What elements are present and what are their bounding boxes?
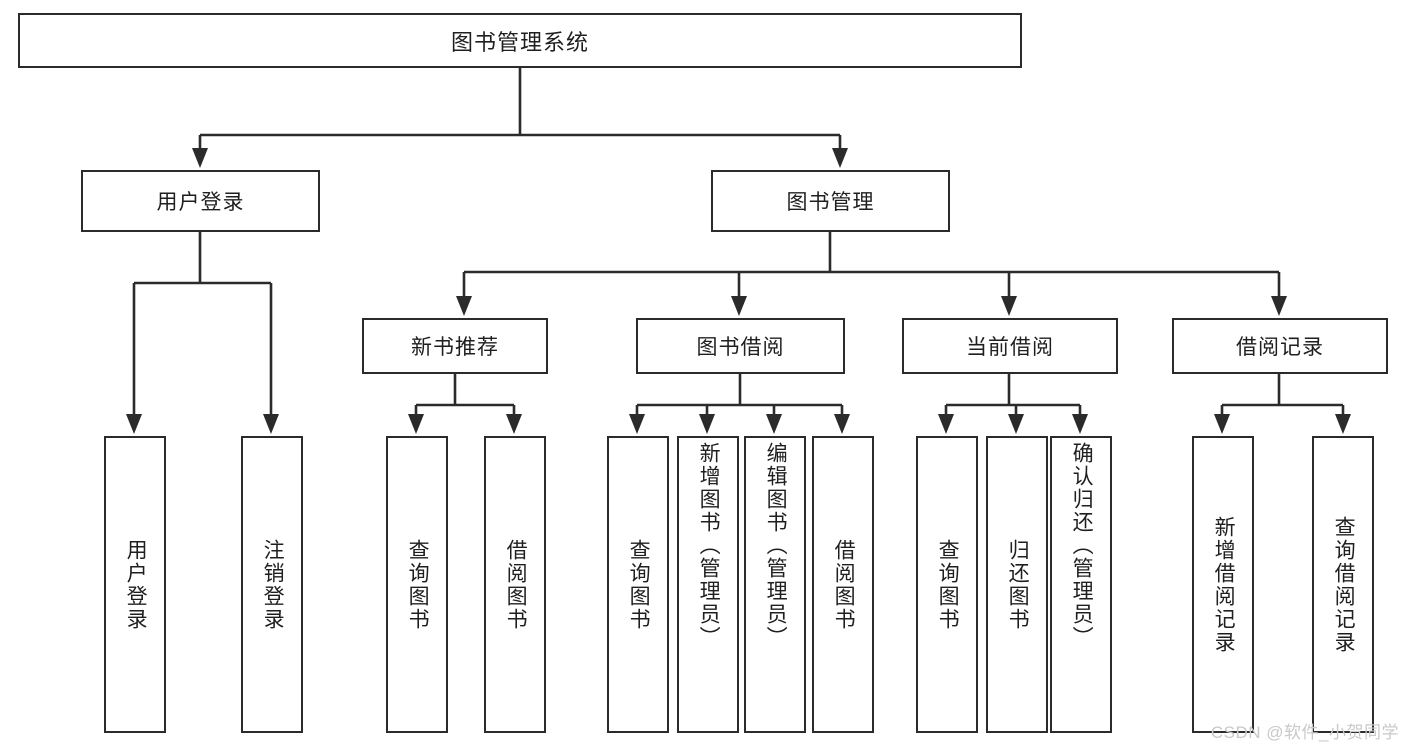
branch-node-label: 当前借阅: [966, 336, 1054, 359]
arrow-head-icon: [834, 414, 850, 434]
root-node-label: 图书管理系统: [450, 29, 589, 55]
branch-node-3[interactable]: 图书借阅: [636, 318, 845, 374]
arrow-head-icon: [699, 414, 715, 434]
branch-node-label: 借阅记录: [1236, 336, 1324, 359]
leaf-node-label: 新增图书（管理员）: [697, 442, 721, 649]
arrow-head-icon: [832, 148, 848, 168]
arrow-head-icon: [629, 414, 645, 434]
arrow-head-icon: [192, 148, 208, 168]
csdn-watermark: CSDN @软件_小贺同学: [1210, 723, 1399, 742]
arrow-head-icon: [1008, 414, 1024, 434]
leaf-node-label: 归还图书: [1006, 538, 1030, 631]
arrow-head-icon: [263, 414, 279, 434]
branch-node-label: 用户登录: [156, 191, 245, 214]
branch-node-4[interactable]: 当前借阅: [902, 318, 1118, 374]
leaf-node-label: 借阅图书: [504, 538, 528, 631]
branch-node-1[interactable]: 图书管理: [711, 170, 950, 232]
arrow-head-icon: [731, 296, 747, 316]
branch-node-2[interactable]: 新书推荐: [362, 318, 548, 374]
leaf-node-label: 查询图书: [627, 538, 651, 631]
leaf-node-4[interactable]: 查询图书: [607, 436, 669, 733]
leaf-node-label: 用户登录: [124, 538, 148, 631]
leaf-node-label: 查询图书: [936, 538, 960, 631]
leaf-node-5[interactable]: 新增图书（管理员）: [677, 436, 739, 733]
branch-node-label: 新书推荐: [411, 336, 499, 359]
leaf-node-8[interactable]: 查询图书: [916, 436, 978, 733]
leaf-node-0[interactable]: 用户登录: [104, 436, 166, 733]
branch-node-label: 图书管理: [786, 191, 875, 214]
arrow-head-icon: [938, 414, 954, 434]
leaf-node-10[interactable]: 确认归还（管理员）: [1050, 436, 1112, 733]
leaf-node-6[interactable]: 编辑图书（管理员）: [744, 436, 806, 733]
leaf-node-label: 编辑图书（管理员）: [764, 442, 788, 649]
leaf-node-7[interactable]: 借阅图书: [812, 436, 874, 733]
branch-node-5[interactable]: 借阅记录: [1172, 318, 1388, 374]
branch-node-label: 图书借阅: [696, 336, 785, 359]
leaf-node-label: 确认归还（管理员）: [1070, 442, 1094, 649]
leaf-node-1[interactable]: 注销登录: [241, 436, 303, 733]
arrow-head-icon: [1001, 296, 1017, 316]
leaf-node-label: 查询借阅记录: [1332, 515, 1356, 654]
leaf-node-2[interactable]: 查询图书: [386, 436, 448, 733]
leaf-node-label: 借阅图书: [832, 538, 856, 631]
leaf-node-11[interactable]: 新增借阅记录: [1192, 436, 1254, 733]
root-node-0[interactable]: 图书管理系统: [18, 13, 1022, 68]
arrow-head-icon: [408, 414, 424, 434]
branch-node-0[interactable]: 用户登录: [81, 170, 320, 232]
arrow-head-icon: [126, 414, 142, 434]
arrow-head-icon: [1072, 414, 1088, 434]
arrow-head-icon: [1335, 414, 1351, 434]
arrow-head-icon: [1271, 296, 1287, 316]
leaf-node-label: 注销登录: [261, 538, 285, 631]
leaf-node-3[interactable]: 借阅图书: [484, 436, 546, 733]
leaf-node-12[interactable]: 查询借阅记录: [1312, 436, 1374, 733]
arrow-head-icon: [456, 296, 472, 316]
arrow-head-icon: [506, 414, 522, 434]
leaf-node-label: 新增借阅记录: [1212, 515, 1236, 654]
leaf-node-9[interactable]: 归还图书: [986, 436, 1048, 733]
arrow-head-icon: [1214, 414, 1230, 434]
arrow-head-icon: [766, 414, 782, 434]
leaf-node-label: 查询图书: [406, 538, 430, 631]
